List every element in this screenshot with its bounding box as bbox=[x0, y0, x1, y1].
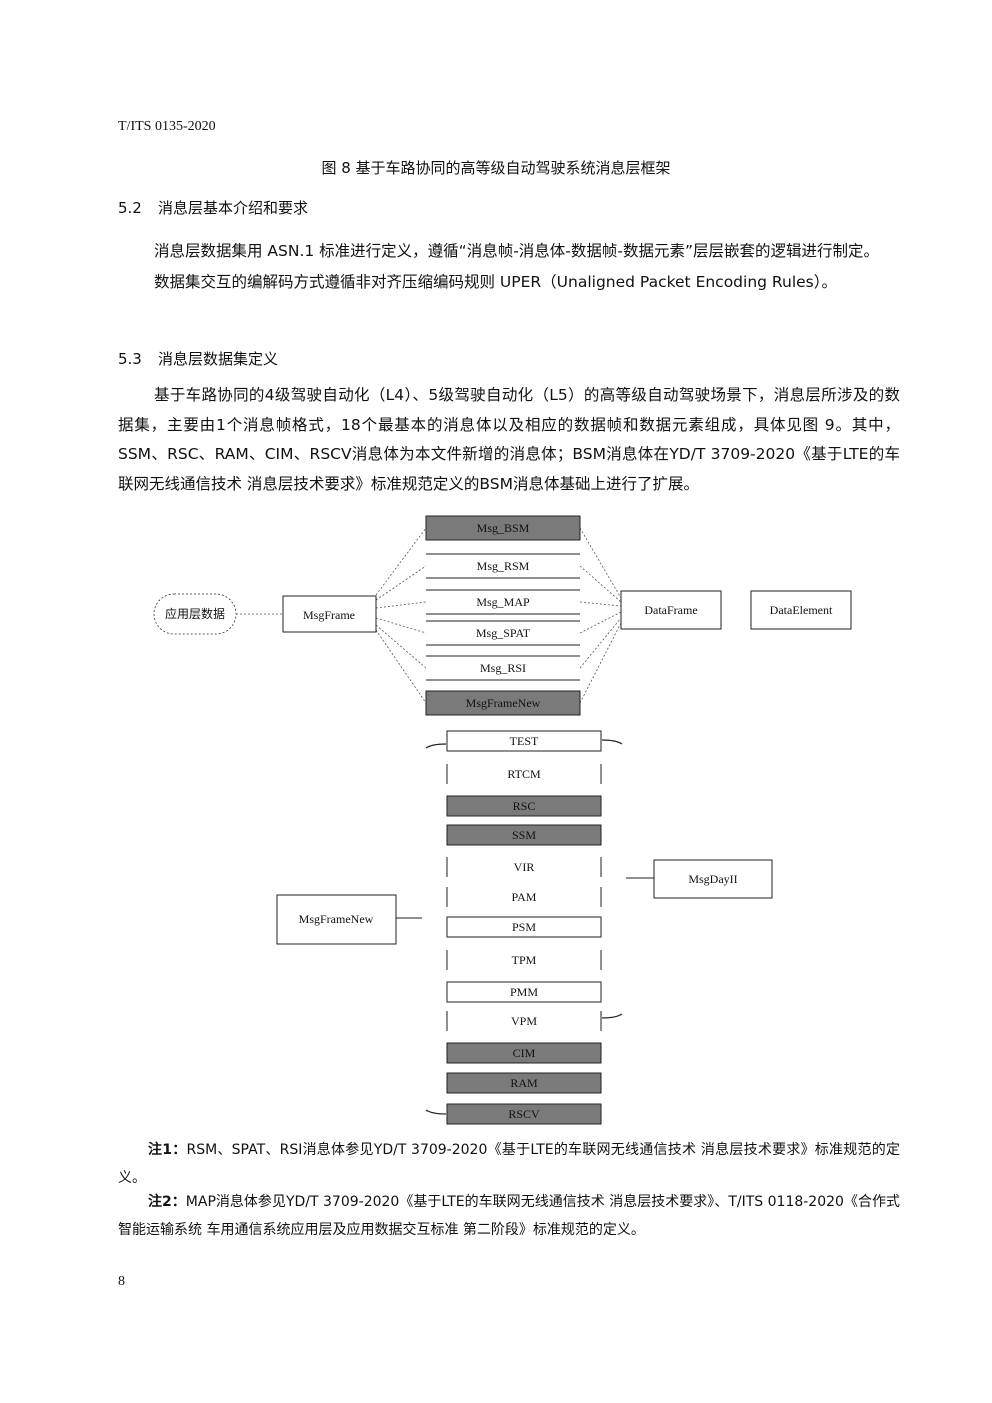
msgdayii-label: MsgDayII bbox=[688, 872, 737, 886]
new-message-label: RTCM bbox=[507, 767, 541, 781]
note-2: 注2：MAP消息体参见YD/T 3709-2020《基于LTE的车联网无线通信技… bbox=[118, 1188, 900, 1244]
app-data-label: 应用层数据 bbox=[165, 606, 225, 621]
new-message-label: VIR bbox=[514, 860, 535, 874]
msgframe-node: MsgFrame bbox=[282, 595, 377, 633]
new-message-item: VPM bbox=[446, 1011, 602, 1031]
msgframenew-label: MsgFrameNew bbox=[299, 912, 374, 926]
section-title: 消息层基本介绍和要求 bbox=[158, 199, 309, 217]
new-message-item: TEST bbox=[446, 730, 602, 752]
paragraph: 数据集交互的编解码方式遵循非对齐压缩编码规则 UPER（Unaligned Pa… bbox=[154, 273, 837, 291]
new-message-item: RAM bbox=[446, 1072, 602, 1094]
connector-lines bbox=[236, 527, 622, 704]
solid-connectors bbox=[396, 877, 654, 919]
new-message-label: RSC bbox=[513, 799, 536, 813]
section-5-2-body: 消息层数据集用 ASN.1 标准进行定义，遵循“消息帧-消息体-数据帧-数据元素… bbox=[118, 237, 900, 297]
figure-8-caption: 图 8 基于车路协同的高等级自动驾驶系统消息层框架 bbox=[321, 159, 671, 177]
new-message-item: PMM bbox=[446, 981, 602, 1003]
bracket-marks bbox=[425, 739, 623, 1115]
top-message-label: MsgFrameNew bbox=[466, 696, 541, 710]
top-message-item: Msg_RSI bbox=[426, 655, 580, 681]
new-message-item: PAM bbox=[446, 887, 602, 907]
new-message-item: VIR bbox=[446, 857, 602, 877]
new-message-label: PAM bbox=[512, 890, 537, 904]
section-number: 5.2 bbox=[118, 199, 142, 217]
paragraph: 基于车路协同的4级驾驶自动化（L4）、5级驾驶自动化（L5）的高等级自动驾驶场景… bbox=[118, 386, 900, 493]
top-message-item: MsgFrameNew bbox=[425, 690, 581, 716]
note-1: 注1：RSM、SPAT、RSI消息体参见YD/T 3709-2020《基于LTE… bbox=[118, 1136, 900, 1192]
section-number: 5.3 bbox=[118, 350, 142, 368]
new-message-label: PSM bbox=[512, 920, 536, 934]
new-message-list: TEST RTCM RSC SSM VIR PAM PSM TPM PMM VPM CIM RAM RS… bbox=[446, 730, 602, 1125]
new-message-item: RTCM bbox=[446, 764, 602, 784]
top-message-item: Msg_RSM bbox=[426, 553, 580, 579]
top-message-label: Msg_SPAT bbox=[476, 626, 531, 640]
section-5-2-heading: 5.2 消息层基本介绍和要求 bbox=[118, 197, 308, 218]
new-message-label: SSM bbox=[512, 828, 536, 842]
new-message-label: VPM bbox=[511, 1014, 537, 1028]
new-message-item: TPM bbox=[446, 950, 602, 970]
note-label: 注2： bbox=[148, 1194, 186, 1210]
dataelement-node: DataElement bbox=[750, 590, 852, 630]
note-text: RSM、SPAT、RSI消息体参见YD/T 3709-2020《基于LTE的车联… bbox=[118, 1142, 900, 1186]
top-message-label: Msg_RSI bbox=[480, 661, 526, 675]
dataelement-label: DataElement bbox=[770, 603, 833, 617]
top-message-label: Msg_BSM bbox=[477, 521, 530, 535]
message-layer-dataset-diagram: 应用层数据 MsgFrame Msg_BSMMsg_RSMMsg_MAPMsg_… bbox=[153, 515, 852, 1125]
top-message-list: Msg_BSM Msg_RSM Msg_MAP Msg_SPAT Msg_RSI MsgF… bbox=[425, 515, 581, 716]
note-label: 注1： bbox=[148, 1142, 187, 1158]
paragraph: 消息层数据集用 ASN.1 标准进行定义，遵循“消息帧-消息体-数据帧-数据元素… bbox=[154, 242, 880, 260]
note-text: MAP消息体参见YD/T 3709-2020《基于LTE的车联网无线通信技术 消… bbox=[118, 1194, 900, 1238]
msgdayii-node: MsgDayII bbox=[653, 859, 773, 899]
top-message-item: Msg_SPAT bbox=[426, 620, 580, 646]
section-title: 消息层数据集定义 bbox=[158, 350, 279, 368]
new-message-label: CIM bbox=[513, 1046, 536, 1060]
page-number: 8 bbox=[118, 1274, 125, 1289]
new-message-label: PMM bbox=[510, 985, 538, 999]
new-message-item: RSCV bbox=[446, 1103, 602, 1125]
new-message-label: RAM bbox=[510, 1076, 538, 1090]
top-message-label: Msg_MAP bbox=[476, 595, 530, 609]
section-5-3-heading: 5.3 消息层数据集定义 bbox=[118, 348, 278, 369]
new-message-label: RSCV bbox=[508, 1107, 540, 1121]
new-message-item: SSM bbox=[446, 824, 602, 846]
top-message-label: Msg_RSM bbox=[477, 559, 530, 573]
app-data-node: 应用层数据 bbox=[153, 593, 237, 635]
new-message-item: RSC bbox=[446, 795, 602, 817]
dataframe-node: DataFrame bbox=[620, 590, 722, 630]
section-5-3-body: 基于车路协同的4级驾驶自动化（L4）、5级驾驶自动化（L5）的高等级自动驾驶场景… bbox=[118, 381, 900, 499]
new-message-item: CIM bbox=[446, 1042, 602, 1064]
top-message-item: Msg_BSM bbox=[425, 515, 581, 541]
msgframe-label: MsgFrame bbox=[303, 608, 355, 622]
msgframenew-node: MsgFrameNew bbox=[276, 894, 397, 945]
top-message-item: Msg_MAP bbox=[426, 589, 580, 615]
new-message-label: TEST bbox=[510, 734, 539, 748]
dataframe-label: DataFrame bbox=[644, 603, 697, 617]
new-message-label: TPM bbox=[512, 953, 537, 967]
new-message-item: PSM bbox=[446, 916, 602, 938]
document-code-header: T/ITS 0135-2020 bbox=[118, 119, 216, 134]
